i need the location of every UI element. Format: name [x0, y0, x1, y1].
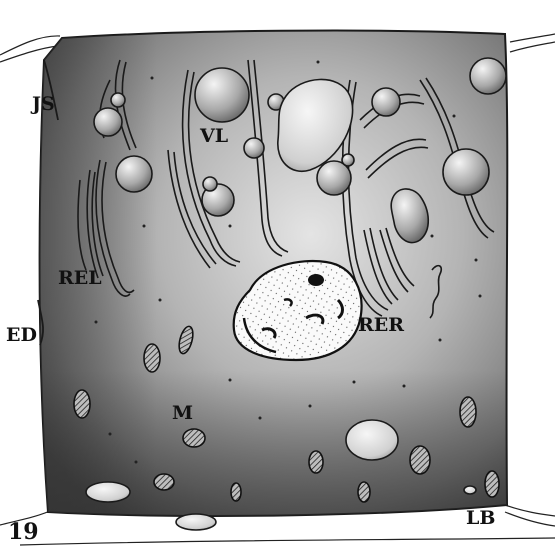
- label-rer: RER: [358, 316, 404, 335]
- label-m: M: [172, 404, 193, 423]
- label-ed: ED: [6, 326, 37, 345]
- label-js: JS: [32, 95, 55, 114]
- label-lb: LB: [466, 509, 495, 528]
- figure-number: 19: [8, 521, 39, 543]
- label-rel: REL: [58, 269, 102, 288]
- label-vl: VL: [200, 127, 228, 146]
